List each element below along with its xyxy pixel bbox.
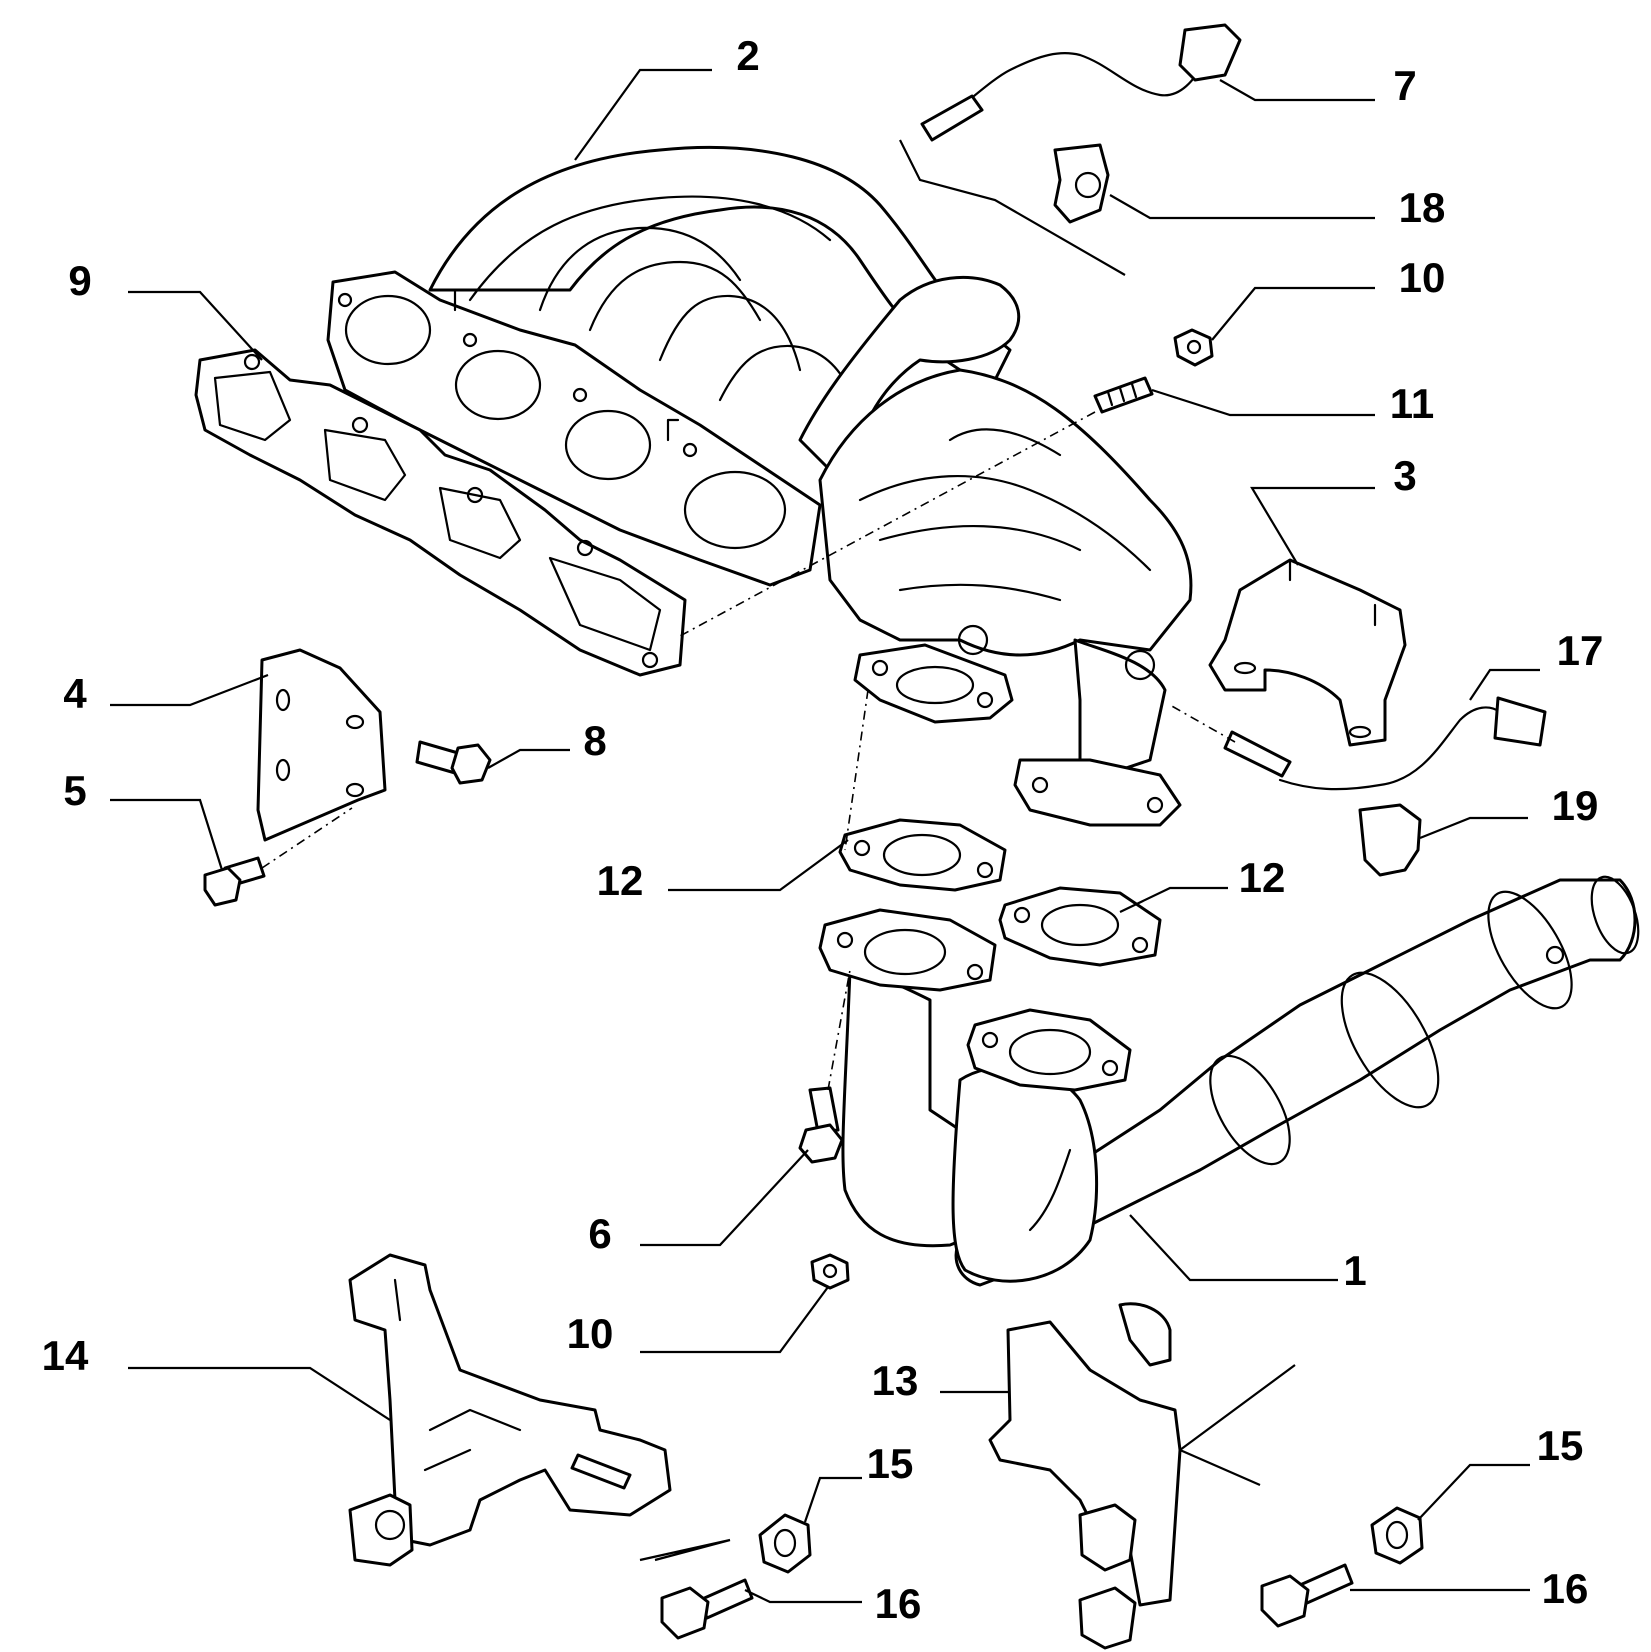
bracket-13: [988, 1302, 1182, 1650]
bolt-5: [203, 856, 266, 907]
assembly-line-flange: [844, 689, 869, 851]
callout-15-right: 15: [1537, 1422, 1584, 1469]
callout-15-left: 15: [867, 1440, 914, 1487]
callout-2: 2: [736, 32, 759, 79]
manifold-gasket: [194, 348, 687, 677]
callout-7: 7: [1393, 62, 1416, 109]
assembly-line-stud: [679, 411, 1096, 637]
catalytic-converter-upper: [818, 368, 1193, 827]
sensor-clip-19: [1358, 803, 1422, 877]
leader-lines: [110, 68, 1540, 1604]
nut-15-left: [758, 1513, 812, 1574]
callout-9: 9: [68, 257, 91, 304]
callout-12-right: 12: [1239, 854, 1286, 901]
bracket-14: [348, 1253, 672, 1567]
heat-shield-3: [1208, 558, 1407, 747]
callout-19: 19: [1552, 782, 1599, 829]
callout-14: 14: [42, 1332, 89, 1379]
callout-8: 8: [583, 717, 606, 764]
callout-4: 4: [63, 670, 87, 717]
callout-18: 18: [1399, 184, 1446, 231]
bolt-8: [415, 740, 492, 785]
callout-17: 17: [1557, 627, 1604, 674]
nut-10-upper: [1173, 328, 1214, 367]
gasket-12-right: [998, 886, 1162, 967]
gasket-12-left: [838, 818, 1007, 892]
callout-6: 6: [588, 1210, 611, 1257]
sensor-clip-18: [1053, 143, 1110, 224]
callout-16-left: 16: [875, 1580, 922, 1627]
stud-11: [1093, 376, 1154, 414]
downpipe-catalyst-1: [818, 875, 1640, 1287]
lambda-sensor-upper: [920, 23, 1242, 142]
bolt-16-right: [1260, 1563, 1354, 1628]
callout-11: 11: [1390, 380, 1434, 427]
callout-5: 5: [63, 767, 86, 814]
callout-16-right: 16: [1542, 1565, 1589, 1612]
assembly-line-sensor: [1169, 704, 1236, 743]
callout-10-upper: 10: [1399, 254, 1446, 301]
nut-10-lower: [810, 1253, 850, 1290]
bolt-16-left: [660, 1578, 754, 1640]
bracket-4: [256, 648, 387, 842]
callout-13: 13: [872, 1357, 919, 1404]
callout-10-lower: 10: [567, 1310, 614, 1357]
callout-1: 1: [1343, 1247, 1366, 1294]
assembly-line-bolt5: [261, 807, 353, 869]
callout-12-left: 12: [597, 857, 644, 904]
bolt-6: [798, 969, 851, 1164]
exhaust-manifold-tubes: [326, 146, 1021, 587]
callout-3: 3: [1393, 452, 1416, 499]
nut-15-right: [1370, 1506, 1424, 1565]
lambda-sensor-lower: [1223, 696, 1547, 791]
